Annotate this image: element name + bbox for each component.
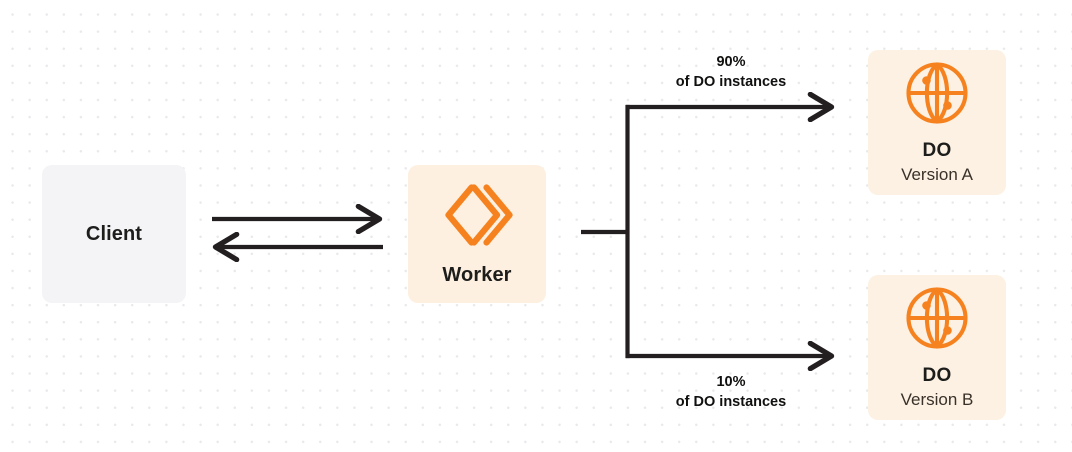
node-do-a-sublabel: Version A <box>901 165 973 184</box>
edge-label-do-b-caption: of DO instances <box>675 394 787 410</box>
durable-object-globe-icon <box>906 287 968 349</box>
edge-label-do-a-caption: of DO instances <box>675 74 787 90</box>
cloudflare-workers-icon <box>445 183 513 246</box>
node-worker-label: Worker <box>442 263 512 286</box>
edge-label-do-a-percent: 90% <box>716 54 746 70</box>
node-do-a-label: DO <box>922 140 952 161</box>
node-do-b-label: DO <box>922 365 952 386</box>
node-worker: Worker <box>408 165 546 303</box>
durable-object-globe-icon <box>906 62 968 124</box>
node-do-version-a: DO Version A <box>868 50 1006 195</box>
edge-label-do-b-percent: 10% <box>716 374 746 390</box>
edge-label-do-b: 10% of DO instances <box>627 372 835 412</box>
node-client: Client <box>42 165 186 303</box>
node-do-b-sublabel: Version B <box>900 390 974 409</box>
node-do-version-b: DO Version B <box>868 275 1006 420</box>
node-client-label: Client <box>85 222 143 245</box>
edge-label-do-a: 90% of DO instances <box>627 52 835 92</box>
